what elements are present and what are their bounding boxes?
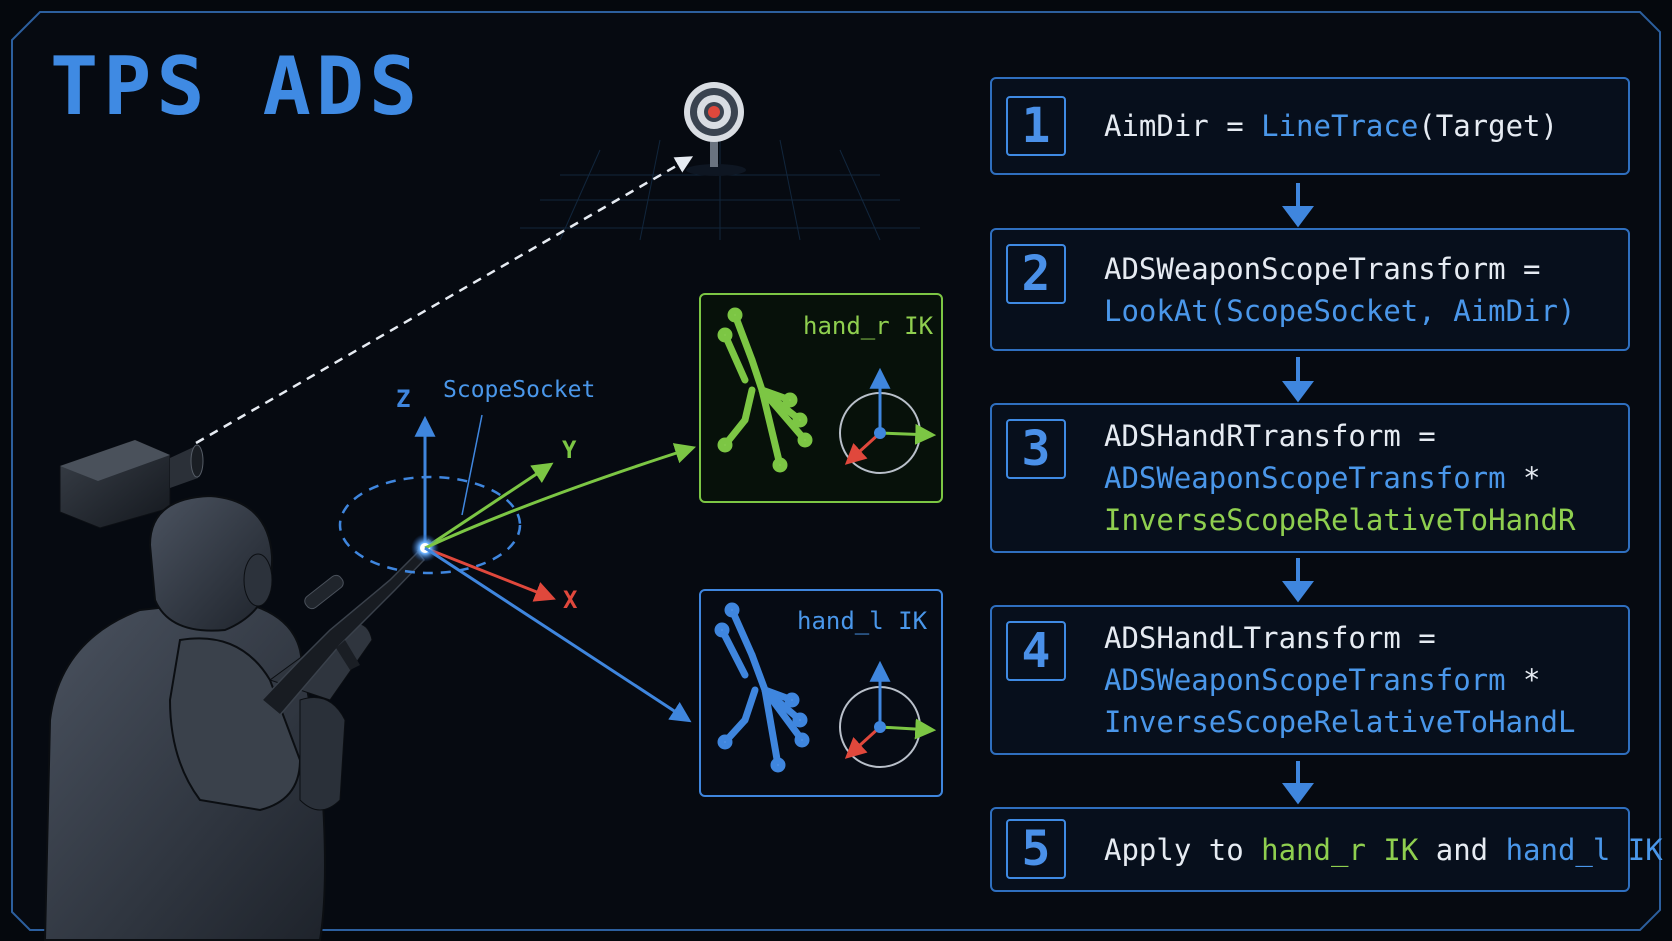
code-token: AimDir = [1104, 109, 1262, 143]
code-line: Apply to hand_r IK and hand_l IK [1104, 829, 1663, 871]
hand-r-label: hand_r IK [803, 312, 934, 340]
step-number: 2 [1006, 244, 1066, 304]
camera-icon [59, 439, 204, 529]
code-token: * [1505, 461, 1541, 495]
target-icon [684, 82, 746, 176]
code-token: (Target) [1418, 109, 1558, 143]
code-token: ADSWeaponScopeTransform [1104, 461, 1506, 495]
step-2: 2 ADSWeaponScopeTransform = LookAt(ScopeS… [990, 228, 1630, 351]
hand-l-label: hand_l IK [797, 607, 928, 635]
character-figure [43, 494, 373, 941]
hand-skeleton-icon [717, 307, 813, 473]
code-line: ADSWeaponScopeTransform * [1104, 659, 1575, 701]
code-token: and [1418, 833, 1506, 867]
code-token: * [1505, 663, 1541, 697]
code-line: ADSHandRTransform = [1104, 415, 1575, 457]
code-line: InverseScopeRelativeToHandL [1104, 701, 1575, 743]
step-number: 3 [1006, 419, 1066, 479]
step-number: 5 [1006, 819, 1066, 879]
step-code: ADSHandRTransform = ADSWeaponScopeTransfo… [1104, 415, 1575, 541]
step-5: 5 Apply to hand_r IK and hand_l IK [990, 807, 1663, 892]
code-token: hand_r IK [1261, 833, 1419, 867]
arrow-to-hand-r [424, 443, 696, 550]
scope-socket-leader [461, 414, 483, 516]
hand-l-panel [699, 589, 943, 797]
code-line: ADSWeaponScopeTransform * [1104, 457, 1575, 499]
code-line: InverseScopeRelativeToHandR [1104, 499, 1575, 541]
step-4: 4 ADSHandLTransform = ADSWeaponScopeTrans… [990, 605, 1630, 755]
code-line: ADSHandLTransform = [1104, 617, 1575, 659]
code-token: InverseScopeRelativeToHandL [1104, 705, 1576, 739]
step-1: 1 AimDir = LineTrace(Target) [990, 77, 1630, 175]
code-token: ADSWeaponScopeTransform = [1104, 252, 1541, 286]
code-token: Apply to [1104, 833, 1262, 867]
hand-skeleton-icon [714, 602, 810, 773]
step-code: Apply to hand_r IK and hand_l IK [1104, 829, 1663, 871]
axis-gizmo-icon [839, 367, 937, 474]
code-line: LookAt(ScopeSocket, AimDir) [1104, 290, 1575, 332]
axis-x-line [424, 546, 556, 602]
code-token: InverseScopeRelativeToHandR [1104, 503, 1576, 537]
code-line: AimDir = LineTrace(Target) [1104, 105, 1558, 147]
arrow-to-hand-l [424, 546, 692, 723]
hand-r-panel [699, 293, 943, 503]
code-token: ADSHandLTransform = [1104, 621, 1436, 655]
code-token: LineTrace [1261, 109, 1419, 143]
axis-gizmo-icon [839, 660, 937, 768]
code-token: hand_l IK [1505, 833, 1663, 867]
flow-arrows [1282, 183, 1314, 805]
code-token: ADSHandRTransform = [1104, 419, 1436, 453]
step-number: 4 [1006, 621, 1066, 681]
step-3: 3 ADSHandRTransform = ADSWeaponScopeTrans… [990, 403, 1630, 553]
code-token: ADSWeaponScopeTransform [1104, 663, 1506, 697]
code-token: LookAt(ScopeSocket, AimDir) [1104, 294, 1576, 328]
axis-z-label: Z [396, 385, 411, 413]
axis-x-label: X [563, 586, 578, 614]
step-code: ADSWeaponScopeTransform = LookAt(ScopeSoc… [1104, 248, 1575, 332]
step-code: ADSHandLTransform = ADSWeaponScopeTransfo… [1104, 617, 1575, 743]
step-code: AimDir = LineTrace(Target) [1104, 105, 1558, 147]
page-title: TPS ADS [50, 40, 423, 133]
axis-y-label: Y [562, 436, 577, 464]
axis-y-line [424, 462, 554, 550]
code-line: ADSWeaponScopeTransform = [1104, 248, 1575, 290]
scope-socket-label: ScopeSocket [443, 377, 596, 403]
step-number: 1 [1006, 96, 1066, 156]
